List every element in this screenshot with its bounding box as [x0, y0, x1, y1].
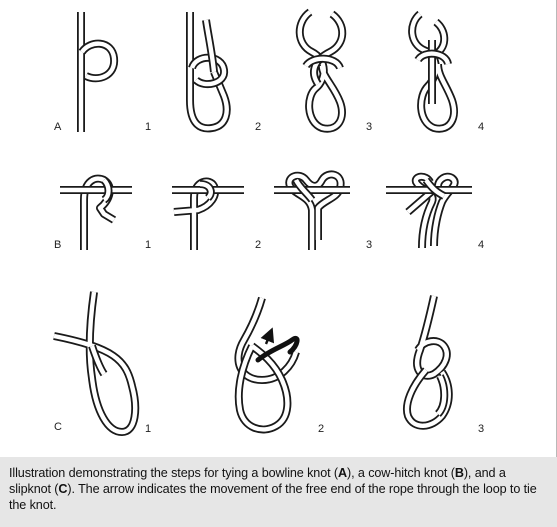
slipknot-step-1-number: 1	[145, 423, 151, 435]
caption-bowline-letter: A	[338, 466, 348, 480]
caption-cow-hitch-letter: B	[454, 466, 464, 480]
cow-hitch-step-3-figure	[274, 170, 350, 250]
bowline-step-2-number: 2	[255, 121, 261, 133]
bowline-step-2-figure	[186, 12, 231, 133]
slipknot-step-3-figure	[403, 295, 453, 430]
slipknot-row-label: C	[54, 421, 62, 433]
figure-caption: Illustration demonstrating the steps for…	[0, 457, 557, 527]
cow-hitch-step-4-number: 4	[478, 239, 484, 251]
cow-hitch-step-2-figure	[172, 177, 244, 250]
caption-text: Illustration demonstrating the steps for…	[9, 466, 537, 512]
slipknot-row: C 1 2 3	[53, 291, 484, 436]
bowline-row: A 1 2 3 4	[54, 8, 484, 133]
knot-illustration: A 1 2 3 4	[53, 0, 557, 457]
bowline-row-label: A	[54, 121, 62, 133]
slipknot-step-1-figure	[53, 291, 140, 436]
cow-hitch-step-1-figure	[60, 174, 132, 250]
bowline-step-3-number: 3	[366, 121, 372, 133]
bowline-step-4-figure	[408, 10, 458, 133]
cow-hitch-step-1-number: 1	[145, 239, 151, 251]
slipknot-step-2-figure	[234, 296, 300, 434]
bowline-step-3-figure	[295, 8, 347, 133]
slipknot-step-3-number: 3	[478, 423, 484, 435]
cow-hitch-step-3-number: 3	[366, 239, 372, 251]
bowline-step-1-figure	[77, 12, 119, 132]
slipknot-step-2-number: 2	[318, 423, 324, 435]
cow-hitch-step-4-figure	[386, 172, 472, 249]
cow-hitch-row: B 1 2 3 4	[54, 170, 484, 251]
cow-hitch-row-label: B	[54, 239, 61, 251]
caption-slipknot-letter: C	[58, 482, 68, 496]
bowline-step-4-number: 4	[478, 121, 484, 133]
knot-diagram-svg: A 1 2 3 4	[53, 8, 484, 436]
bowline-step-1-number: 1	[145, 121, 151, 133]
cow-hitch-step-2-number: 2	[255, 239, 261, 251]
